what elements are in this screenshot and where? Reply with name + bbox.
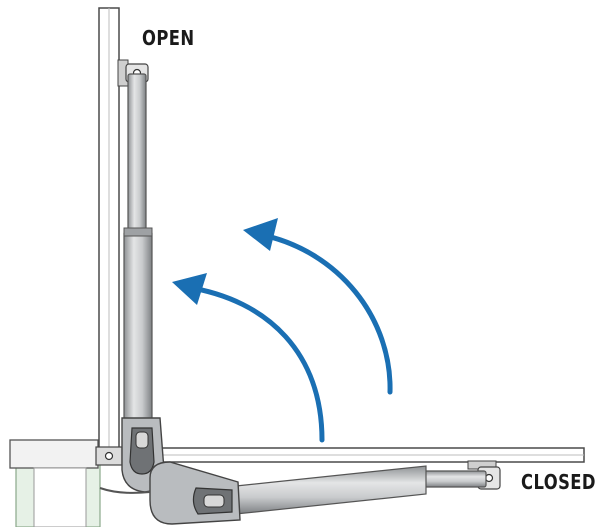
wall-pillar — [9, 439, 101, 527]
gate-leaf-open — [98, 7, 120, 461]
gate-leaf-closed — [97, 447, 585, 463]
curved-arrow-icon — [243, 218, 393, 395]
open-label: OPEN — [142, 26, 195, 50]
hinge-bracket-icon — [95, 446, 123, 466]
actuator-open-position — [121, 73, 165, 493]
closed-label: CLOSED — [521, 470, 596, 494]
actuator-closed-position — [99, 461, 487, 525]
curved-arrow-icon — [172, 273, 325, 443]
